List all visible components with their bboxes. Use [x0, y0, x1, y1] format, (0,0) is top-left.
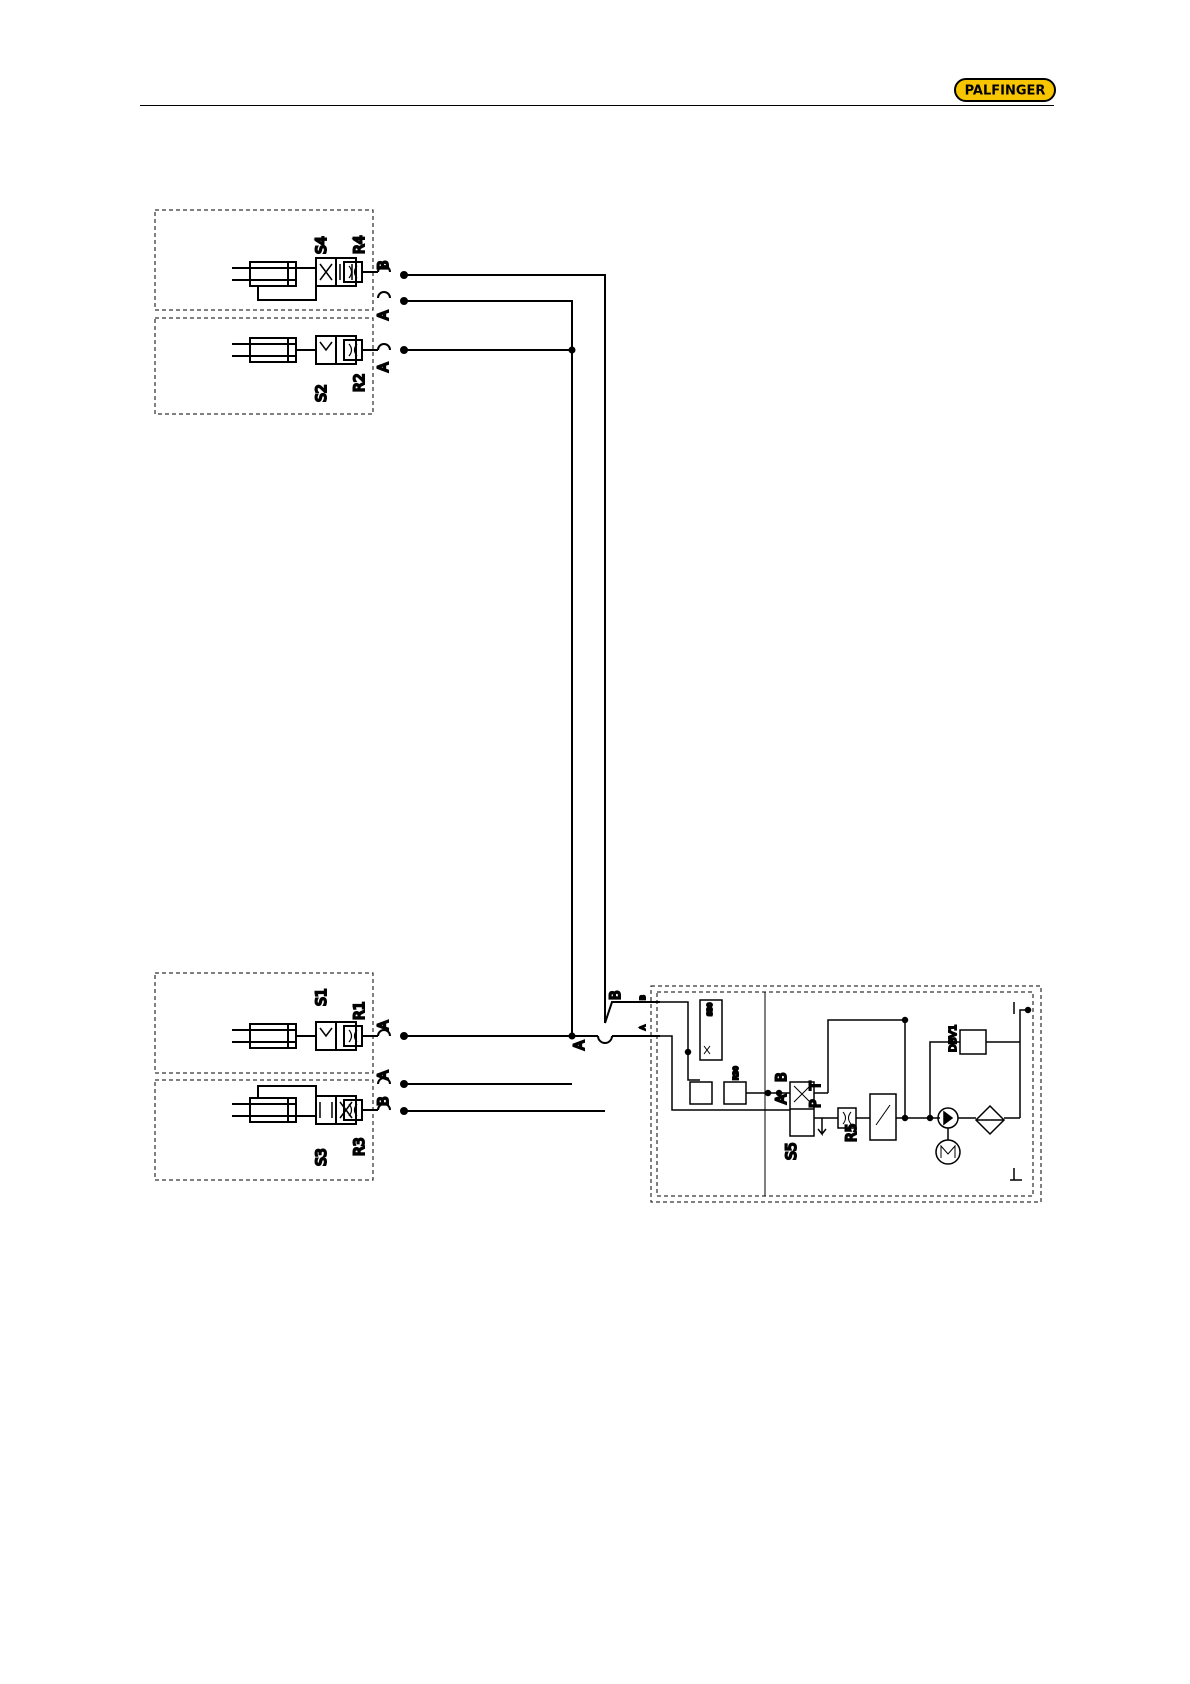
- block-a: [690, 1082, 712, 1104]
- cylinder-s2: [250, 338, 296, 362]
- label-s3: S3: [314, 1148, 330, 1166]
- power-unit-box-outer: [651, 986, 1041, 1202]
- module-s2: [232, 336, 407, 364]
- valve-relief: [870, 1094, 896, 1140]
- cylinder-s3: [250, 1098, 296, 1122]
- label-s30: S30: [706, 1003, 714, 1016]
- junction-a-bottom: [570, 1034, 575, 1039]
- main-lines: [404, 275, 660, 1111]
- label-dbv1: DBV1: [948, 1025, 959, 1052]
- label-r4: R4: [352, 235, 368, 254]
- label-r1: R1: [352, 1001, 368, 1020]
- restrictor-r4: [344, 262, 362, 282]
- line-b-trunk: [404, 275, 605, 1023]
- line-b-to-unit: [605, 1002, 660, 1023]
- label-t-s5: T: [808, 1081, 824, 1091]
- valve-dbv1: [960, 1030, 986, 1054]
- label-a-r2: A: [376, 362, 392, 372]
- label-r3: R3: [352, 1137, 368, 1156]
- line-a-trunk: [404, 301, 572, 1036]
- junction-a-top: [570, 348, 575, 353]
- label-a-r1: A: [376, 1020, 392, 1030]
- label-a-r3: A: [376, 1070, 392, 1080]
- label-a-s5: A: [774, 1094, 790, 1104]
- label-r2: R2: [352, 373, 368, 392]
- label-b-r3: B: [376, 1096, 392, 1106]
- cylinder-s4: [250, 262, 296, 286]
- label-a-top: A: [376, 310, 392, 320]
- label-b-top: B: [376, 260, 392, 270]
- label-r5: R5: [844, 1123, 860, 1142]
- label-s2: S2: [314, 384, 330, 402]
- restrictor-r1: [344, 1026, 362, 1046]
- power-unit: [660, 1000, 1031, 1180]
- label-b-small: B: [639, 995, 647, 1000]
- cylinder-s1: [250, 1024, 296, 1048]
- label-s1: S1: [314, 988, 330, 1006]
- motor: [936, 1140, 960, 1164]
- power-unit-box-inner: [657, 992, 1033, 1196]
- module-box-s4: [155, 210, 373, 310]
- restrictor-r2: [344, 340, 362, 360]
- label-a-small: A: [639, 1025, 647, 1030]
- label-b-s5: B: [774, 1072, 790, 1082]
- label-p-s5: P: [808, 1100, 824, 1108]
- label-s5: S5: [784, 1142, 800, 1160]
- restrictor-r30: [724, 1082, 746, 1104]
- module-box-s2: [155, 318, 373, 414]
- label-s4: S4: [314, 236, 330, 254]
- label-b-main: B: [608, 990, 624, 1000]
- label-r30: R30: [732, 1066, 740, 1080]
- line-crossover: [598, 1036, 612, 1043]
- label-a-main: A: [572, 1040, 588, 1050]
